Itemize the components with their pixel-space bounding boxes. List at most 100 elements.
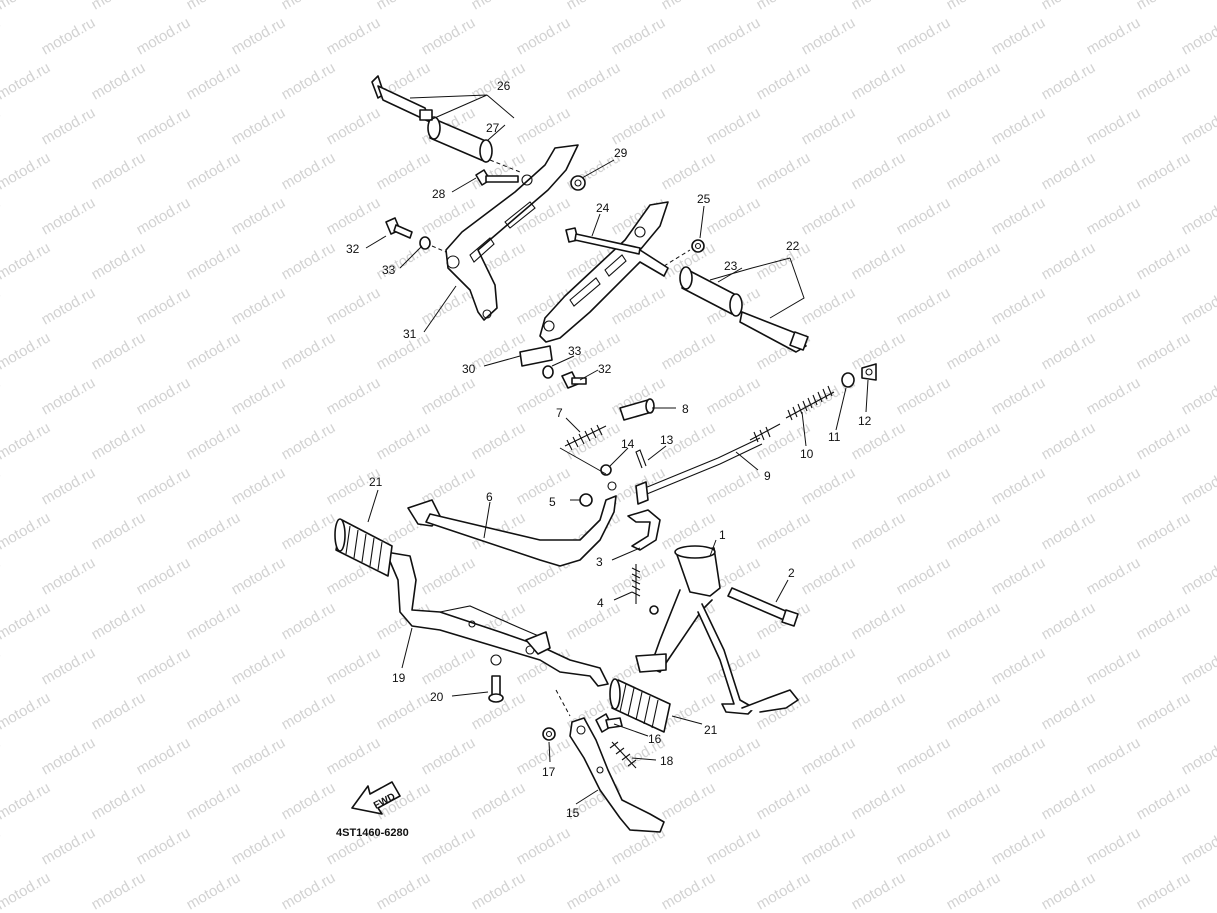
watermark-text: motod.ru — [39, 464, 99, 508]
watermark-text: motod.ru — [469, 869, 529, 913]
watermark-text: motod.ru — [704, 14, 764, 58]
watermark-text: motod.ru — [134, 734, 194, 778]
watermark-text: motod.ru — [89, 59, 149, 103]
watermark-text: motod.ru — [894, 374, 954, 418]
watermark-text: motod.ru — [134, 464, 194, 508]
watermark-text: motod.ru — [1134, 689, 1194, 733]
watermark-text: motod.ru — [134, 644, 194, 688]
watermark-text: motod.ru — [0, 14, 3, 58]
watermark-text: motod.ru — [229, 194, 289, 238]
watermark-text: motod.ru — [134, 104, 194, 148]
watermark-text: motod.ru — [0, 824, 3, 868]
watermark-text: motod.ru — [419, 374, 479, 418]
watermark-text: motod.ru — [894, 104, 954, 148]
footrest-rubber-21-right — [609, 678, 671, 733]
callout-23: 23 — [724, 259, 738, 273]
callout-32-upper: 32 — [346, 242, 360, 256]
watermark-text: motod.ru — [754, 239, 814, 283]
brake-pedal-6 — [407, 481, 661, 567]
watermark-text: motod.ru — [894, 464, 954, 508]
watermark-text: motod.ru — [1134, 329, 1194, 373]
callout-32-lower: 32 — [598, 362, 612, 376]
watermark-text: motod.ru — [89, 509, 149, 553]
callout-numbers: 26 27 29 28 32 33 31 24 25 23 22 30 33 3… — [346, 79, 872, 820]
watermark-text: motod.ru — [799, 284, 859, 328]
watermark-text: motod.ru — [1134, 149, 1194, 193]
watermark-text: motod.ru — [659, 0, 719, 13]
callout-24: 24 — [596, 201, 610, 215]
watermark-text: motod.ru — [39, 554, 99, 598]
spring-7 — [564, 424, 607, 451]
watermark-text: motod.ru — [134, 284, 194, 328]
watermark-text: motod.ru — [754, 779, 814, 823]
footrest-bracket-left — [445, 144, 579, 321]
callout-15: 15 — [566, 806, 580, 820]
watermark-text: motod.ru — [324, 14, 384, 58]
watermark-text: motod.ru — [989, 824, 1049, 868]
watermark-text: motod.ru — [374, 689, 434, 733]
callout-21-right: 21 — [704, 723, 718, 737]
callout-12: 12 — [858, 414, 872, 428]
footrest-bracket-right — [519, 201, 669, 367]
watermark-text: motod.ru — [944, 509, 1004, 553]
watermark-text: motod.ru — [1134, 869, 1194, 913]
washer-33-upper — [419, 236, 431, 250]
watermark-text: motod.ru — [0, 0, 53, 13]
callout-5: 5 — [549, 495, 556, 509]
callout-33-lower: 33 — [568, 344, 582, 358]
watermark-text: motod.ru — [849, 329, 909, 373]
watermark-text: motod.ru — [894, 824, 954, 868]
watermark-text: motod.ru — [799, 554, 859, 598]
watermark-text: motod.ru — [0, 374, 3, 418]
watermark-text: motod.ru — [799, 104, 859, 148]
watermark-text: motod.ru — [134, 14, 194, 58]
watermark-text: motod.ru — [229, 374, 289, 418]
watermark-text: motod.ru — [469, 0, 529, 13]
watermark-text: motod.ru — [704, 104, 764, 148]
watermark-text: motod.ru — [514, 464, 574, 508]
watermark-text: motod.ru — [89, 419, 149, 463]
watermark-text: motod.ru — [374, 0, 434, 13]
watermark-text: motod.ru — [704, 464, 764, 508]
watermark-text: motod.ru — [849, 869, 909, 913]
watermark-text: motod.ru — [754, 149, 814, 193]
watermark-text: motod.ru — [1084, 734, 1144, 778]
watermark-text: motod.ru — [1134, 599, 1194, 643]
nut-4b — [649, 605, 659, 615]
leader-lines — [365, 94, 869, 805]
watermark-text: motod.ru — [1084, 644, 1144, 688]
watermark-text: motod.ru — [1134, 779, 1194, 823]
callout-19: 19 — [392, 671, 406, 685]
callout-7: 7 — [556, 406, 563, 420]
watermark-text: motod.ru — [0, 419, 53, 463]
bolt-28 — [475, 169, 519, 186]
watermark-text: motod.ru — [989, 14, 1049, 58]
callout-20: 20 — [430, 690, 444, 704]
watermark-text: motod.ru — [799, 734, 859, 778]
callout-16: 16 — [648, 732, 662, 746]
spring-4 — [631, 564, 641, 604]
watermark-text: motod.ru — [989, 464, 1049, 508]
watermark-text: motod.ru — [0, 329, 53, 373]
watermark-text: motod.ru — [1179, 464, 1217, 508]
watermark-text: motod.ru — [324, 644, 384, 688]
footrest-right — [679, 266, 809, 353]
washer-5 — [579, 493, 593, 507]
watermark-text: motod.ru — [944, 239, 1004, 283]
watermark-text: motod.ru — [944, 149, 1004, 193]
callout-28: 28 — [432, 187, 446, 201]
watermark-text: motod.ru — [609, 104, 669, 148]
watermark-text: motod.ru — [324, 734, 384, 778]
watermark-text: motod.ru — [1039, 59, 1099, 103]
watermark-text: motod.ru — [514, 14, 574, 58]
callout-13: 13 — [660, 433, 674, 447]
watermark-text: motod.ru — [894, 194, 954, 238]
bolt-32-upper — [385, 217, 413, 239]
nut-25 — [691, 239, 705, 253]
bolt-20 — [488, 675, 504, 703]
watermark-text: motod.ru — [849, 509, 909, 553]
watermark-text: motod.ru — [279, 779, 339, 823]
watermark-text: motod.ru — [704, 194, 764, 238]
watermark-text: motod.ru — [0, 509, 53, 553]
callout-9: 9 — [764, 469, 771, 483]
